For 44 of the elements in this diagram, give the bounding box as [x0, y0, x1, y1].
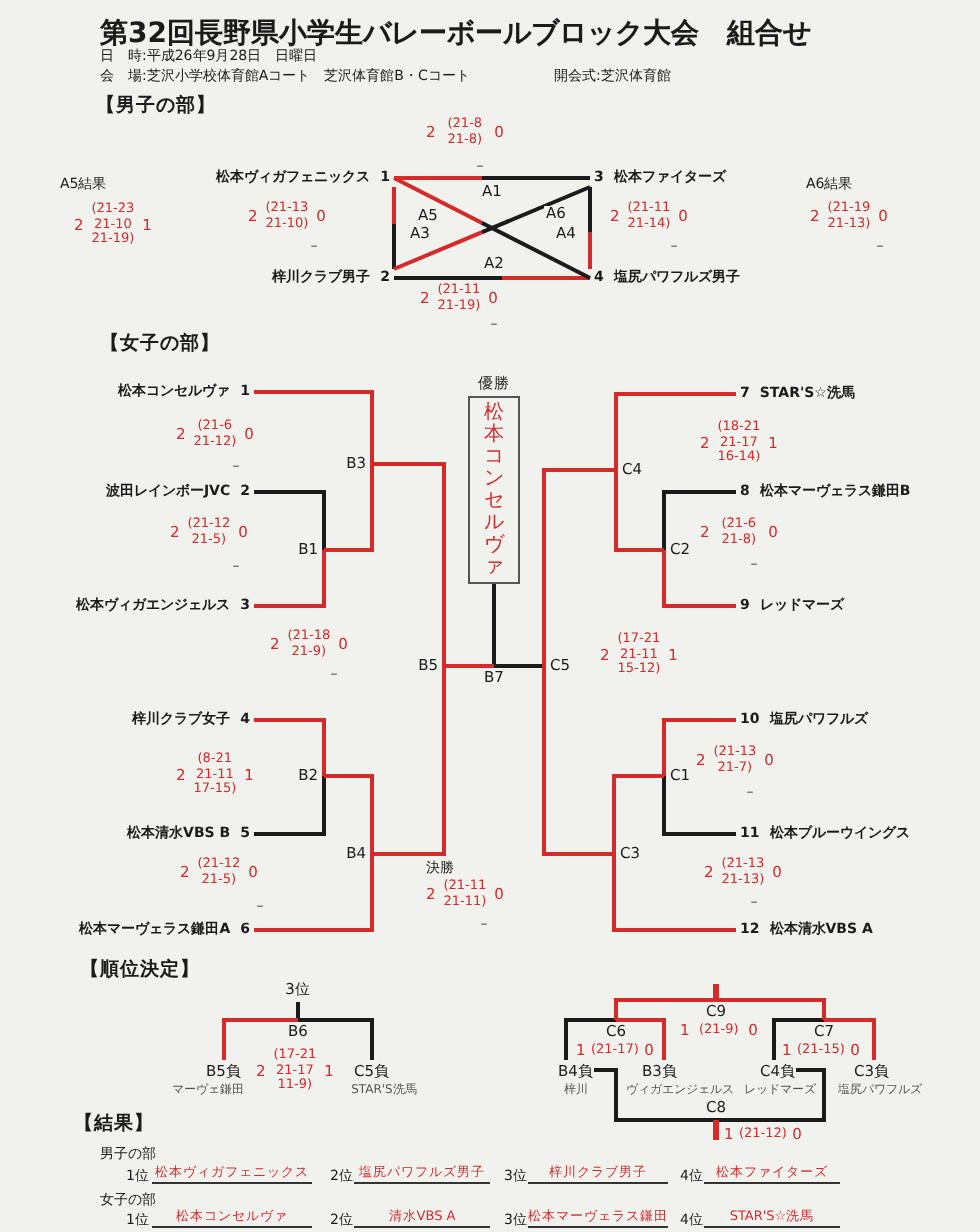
- bracket-line: [394, 276, 590, 280]
- bracket-line: [372, 462, 446, 666]
- section-heading: 【男子の部】: [96, 97, 216, 119]
- bracket-line: [772, 1018, 824, 1060]
- bracket-line: [662, 776, 736, 836]
- bracket-line: [324, 464, 374, 552]
- bracket-line: [296, 1000, 300, 1020]
- bracket-line: [254, 490, 326, 550]
- bracket-line: [392, 187, 396, 269]
- bracket-line: [492, 664, 544, 668]
- bracket-line: [542, 666, 614, 856]
- bracket-line: [716, 998, 826, 1020]
- title: 第32回長野県小学生バレーボールブロック大会 組合せ: [100, 17, 811, 50]
- section-heading: 【順位決定】: [80, 961, 200, 983]
- bracket-line: [588, 187, 592, 269]
- bracket-line: [542, 468, 616, 666]
- bracket-line: [716, 1068, 826, 1122]
- bracket-line: [612, 854, 736, 932]
- bracket-line: [324, 774, 374, 854]
- bracket-line: [444, 664, 496, 668]
- bracket-line: [614, 392, 736, 470]
- bracket-line: [254, 718, 326, 776]
- section-heading: 【結果】: [74, 1115, 154, 1137]
- bracket-line: [254, 776, 326, 836]
- winner-box: 松本コンセルヴァ: [468, 396, 520, 584]
- bracket-line: [824, 1018, 876, 1060]
- bracket-line: [662, 490, 736, 550]
- bracket-line: [254, 550, 326, 608]
- bracket-line: [662, 718, 736, 776]
- bracket-line: [372, 666, 446, 856]
- bracket-line: [662, 550, 736, 608]
- bracket-line: [614, 470, 664, 552]
- bracket-line: [254, 854, 374, 932]
- bracket-line: [616, 1018, 666, 1060]
- bracket-line: [254, 390, 374, 464]
- bracket-line: [298, 1018, 374, 1060]
- bracket-line: [394, 176, 590, 180]
- bracket-line: [564, 1018, 616, 1060]
- bracket-line: [594, 1068, 716, 1122]
- bracket-line: [222, 1018, 298, 1060]
- bracket-line: [492, 584, 496, 668]
- bracket-line: [614, 998, 716, 1020]
- section-heading: 【女子の部】: [100, 335, 220, 357]
- bracket-line: [612, 774, 664, 854]
